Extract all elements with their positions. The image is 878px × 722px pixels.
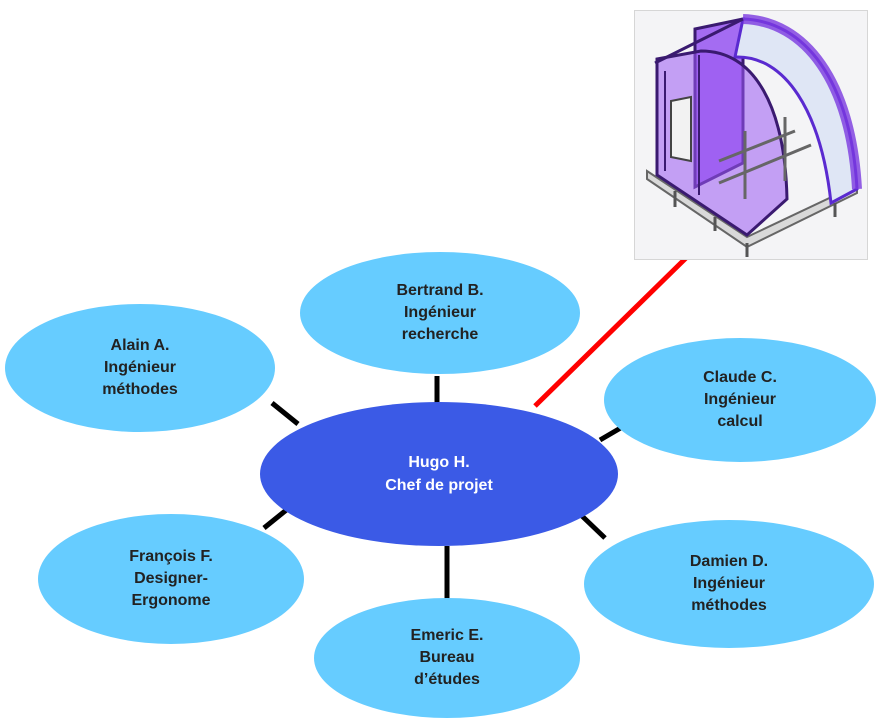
node-bertrand-role-line-1: Ingénieur (403, 304, 476, 321)
node-bertrand-role-line-2: recherche (401, 326, 479, 343)
node-claude-role-line-1: Ingénieur (703, 391, 776, 408)
node-emeric-name: Emeric E. (410, 627, 484, 644)
node-damien-role-line-1: Ingénieur (692, 575, 765, 592)
cabin-frame-sketch-icon (646, 14, 862, 257)
node-francois-role-line-1: Designer- (134, 570, 208, 587)
node-damien-role-line-2: méthodes (691, 597, 767, 614)
node-bertrand-name: Bertrand B. (396, 282, 484, 299)
center-role: Chef de projet (385, 477, 493, 494)
node-emeric-role-line-2: d’études (414, 671, 480, 688)
node-bertrand: Bertrand B. Ingénieur recherche (300, 252, 580, 374)
connector-line-alain (270, 401, 300, 426)
node-francois-name: François F. (129, 548, 213, 565)
node-alain-name: Alain A. (110, 337, 170, 354)
node-emeric-role-line-1: Bureau (419, 649, 475, 666)
node-francois-role-line-2: Ergonome (131, 592, 211, 609)
node-claude: Claude C. Ingénieur calcul (604, 338, 876, 462)
node-claude-role-line-2: calcul (717, 413, 763, 430)
connector-line-damien (580, 514, 607, 540)
node-claude-name: Claude C. (703, 369, 777, 386)
node-damien: Damien D. Ingénieur méthodes (584, 520, 874, 648)
node-damien-name: Damien D. (689, 553, 769, 570)
center-name: Hugo H. (408, 454, 470, 471)
node-alain-role-line-2: méthodes (102, 381, 178, 398)
node-alain: Alain A. Ingénieur méthodes (5, 304, 275, 432)
node-francois: François F. Designer- Ergonome (38, 514, 304, 644)
node-emeric: Emeric E. Bureau d’études (314, 598, 580, 718)
node-hugo-center: Hugo H. Chef de projet (260, 402, 618, 546)
red-connector-line (533, 256, 688, 408)
node-alain-role-line-1: Ingénieur (103, 359, 176, 376)
prototype-sketch-image (634, 10, 868, 260)
